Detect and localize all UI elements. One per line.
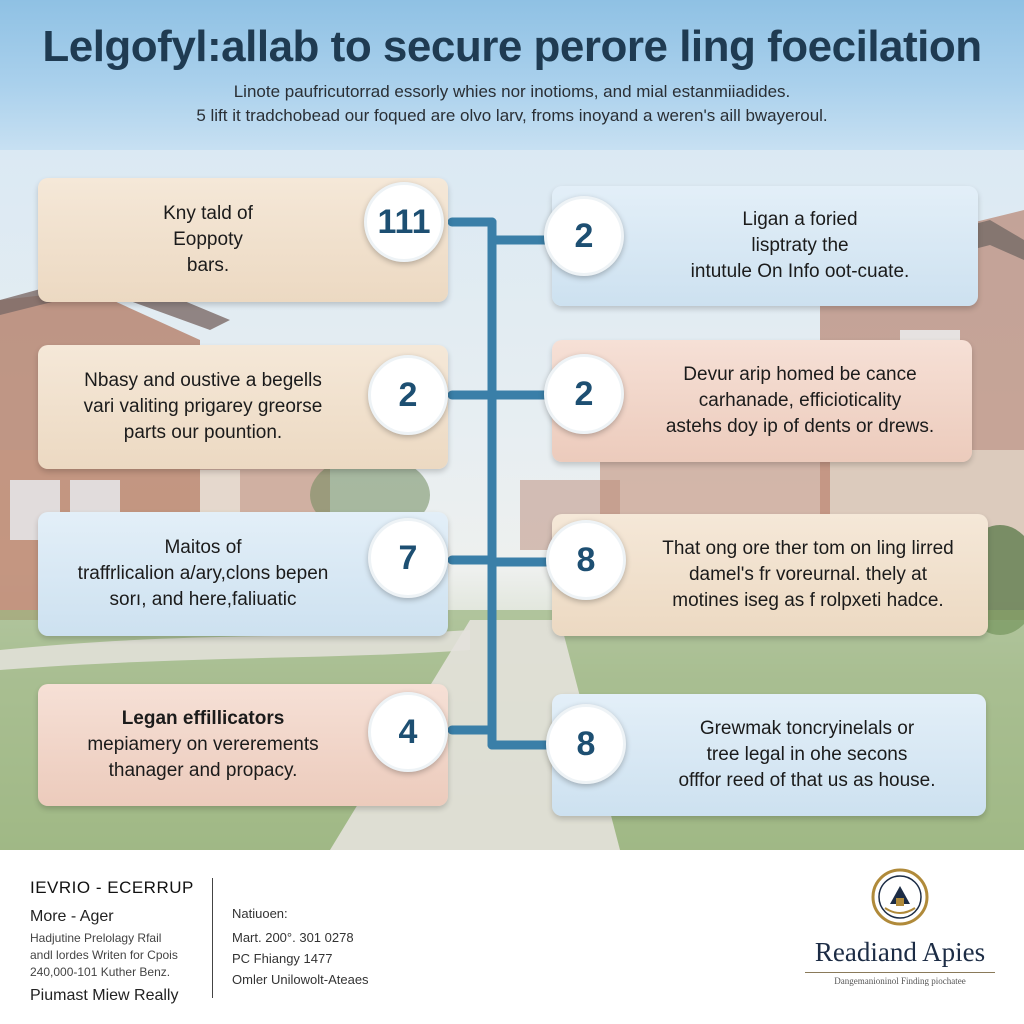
step-card-text: Eoppoty <box>173 229 243 250</box>
step-card-right-3: That ong ore ther tom on ling lirred dam… <box>552 514 988 636</box>
step-card-text: bars. <box>186 255 230 276</box>
step-number-badge: 2 <box>544 354 624 434</box>
footer-small-line: andl lordes Writen for Cpois <box>30 948 178 962</box>
step-card-text: damel's fr voreurnal. thely at <box>688 564 928 585</box>
footer-heading: IEVRIO - ECERRUP <box>30 878 194 897</box>
footer-contact-label: Natiuoen: <box>232 906 288 921</box>
step-number-badge: 8 <box>546 520 626 600</box>
brand-name: Readiand Apies <box>814 937 986 967</box>
step-card-text: carhanade, efficioticality <box>698 390 902 411</box>
brand-tagline: Dangemanioninol Finding piochatee <box>834 976 966 986</box>
footer-subheading: More - Ager <box>30 908 114 925</box>
step-card-text: That ong ore ther tom on ling lirred <box>662 538 954 559</box>
footer-contact-line: PC Fhiangy 1477 <box>232 951 333 966</box>
page-title: Lelgofyl:allab to secure perore ling foe… <box>42 22 982 71</box>
footer-divider <box>212 878 213 998</box>
footer-contact-line: Omler Unilowolt-Ateaes <box>232 972 369 987</box>
footer-small-line: 240,000-101 Kuther Benz. <box>30 965 171 979</box>
step-card-text: sorı, and here,faliuatic <box>109 589 297 610</box>
footer-small-line: Hadjutine Prelolagy Rfail <box>30 931 162 945</box>
step-card-text: Grewmak toncryinelals or <box>699 718 915 739</box>
step-card-text: motines iseg as f rolpxeti hadce. <box>672 590 944 611</box>
subtitle-line-2: 5 lift it tradchobead our foqued are olv… <box>196 106 828 125</box>
step-number-badge: 2 <box>368 355 448 435</box>
step-card-text: Maitos of <box>164 537 242 558</box>
step-number-badge: 7 <box>368 518 448 598</box>
footer: IEVRIO - ECERRUP More - Ager Hadjutine P… <box>0 850 1024 1024</box>
step-card-text: Ligan a foried <box>742 209 858 230</box>
step-card-right-2: Devur arip homed be cance carhanade, eff… <box>552 340 972 462</box>
step-card-text: Devur arip homed be cance <box>683 364 917 385</box>
brand-logo: Readiand Apies Dangemanioninol Finding p… <box>800 868 1000 986</box>
header-banner: Lelgofyl:allab to secure perore ling foe… <box>0 0 1024 150</box>
step-card-text: astehs doy ip of dents or drews. <box>665 416 935 437</box>
footer-last-line: Piumast Miew Really <box>30 987 179 1004</box>
footer-info-block: IEVRIO - ECERRUP More - Ager Hadjutine P… <box>30 878 210 1005</box>
subtitle-line-1: Linote paufricutorrad essorly whies nor … <box>233 82 791 101</box>
step-card-text: thanager and propacy. <box>108 760 298 781</box>
step-card-text: tree legal in ohe secons <box>706 744 908 765</box>
step-card-text: Kny tald of <box>163 203 253 224</box>
step-number-badge: 8 <box>546 704 626 784</box>
seal-icon <box>871 868 929 926</box>
step-card-text: vari valiting prigarey greorse <box>83 396 323 417</box>
step-number-badge: 4 <box>368 692 448 772</box>
step-card-text: mepiamery on vererements <box>87 734 319 755</box>
step-card-text: Nbasy and oustive a begells <box>84 370 322 391</box>
footer-contact-line: Mart. 200°. 301 0278 <box>232 930 354 945</box>
brand-divider <box>805 972 995 973</box>
footer-small-text: Hadjutine Prelolagy Rfail andl lordes Wr… <box>30 930 210 981</box>
step-card-text: offfor reed of that us as house. <box>678 770 936 791</box>
step-card-text: intutule On Info oot-cuate. <box>690 261 910 282</box>
step-number-badge: 111 <box>364 182 444 262</box>
footer-contact-block: Natiuoen: Mart. 200°. 301 0278 PC Fhiang… <box>232 906 412 990</box>
step-card-text: traffrlicalion a/ary,clons bepen <box>77 563 329 584</box>
step-number-badge: 2 <box>544 196 624 276</box>
step-card-text: Legan effillicators <box>121 708 285 729</box>
step-card-right-1: Ligan a foried lisptraty the intutule On… <box>552 186 978 306</box>
step-card-text: lisptraty the <box>751 235 849 256</box>
step-card-text: parts our pountion. <box>123 422 283 443</box>
